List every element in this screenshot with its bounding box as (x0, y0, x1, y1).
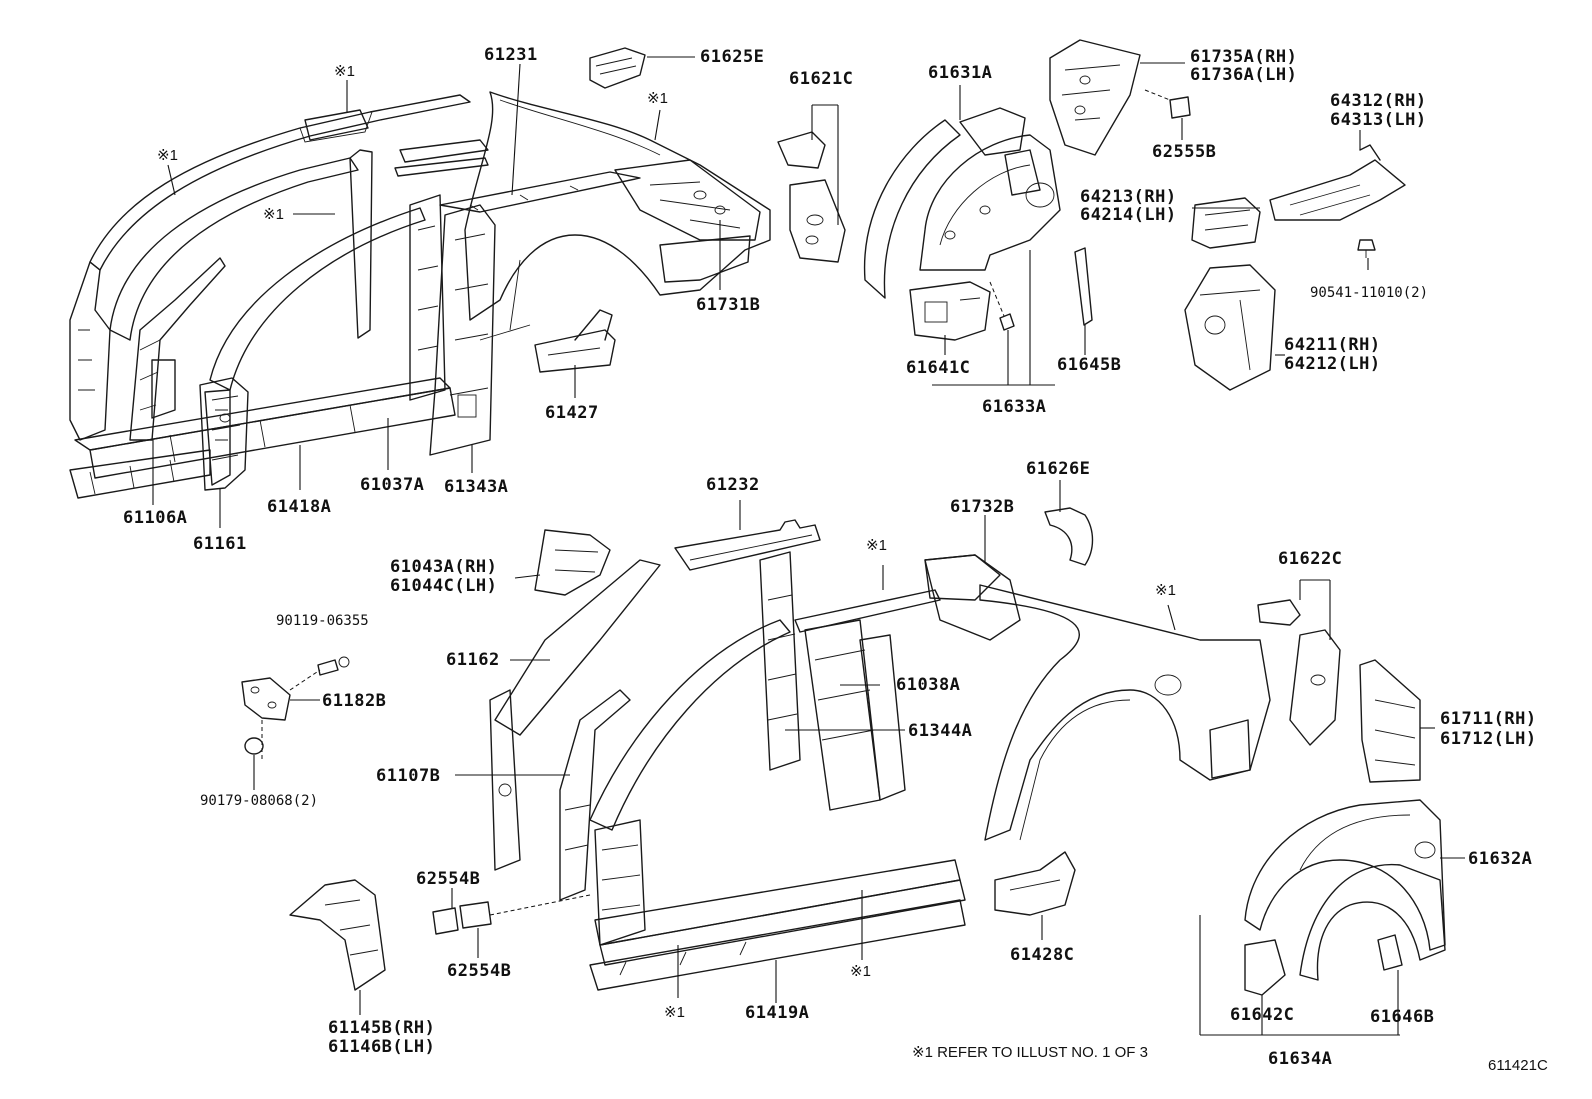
side-outer-panel-rear (489, 519, 1271, 991)
label-61232: 61232 (706, 475, 760, 495)
label-61645B: 61645B (1057, 355, 1121, 375)
part-61043A (534, 529, 611, 596)
part-90541-bolt (1357, 239, 1376, 258)
part-61633A-bolt (999, 313, 1015, 331)
label-61427: 61427 (545, 403, 599, 423)
label-61182B: 61182B (322, 691, 386, 711)
part-61735A (1049, 39, 1141, 156)
label-61146B: 61146B(LH) (328, 1037, 435, 1057)
label-61631A: 61631A (928, 63, 992, 83)
part-61632A (1244, 799, 1446, 981)
label-90541: 90541-11010(2) (1310, 285, 1428, 301)
label-61642C: 61642C (1230, 1005, 1294, 1025)
label-64212: 64212(LH) (1284, 354, 1381, 374)
note-mark: ※1 (866, 537, 887, 554)
label-61428C: 61428C (1010, 945, 1074, 965)
footnote: ※1 REFER TO ILLUST NO. 1 OF 3 (912, 1044, 1148, 1061)
label-62555B: 62555B (1152, 142, 1216, 162)
label-61161: 61161 (193, 534, 247, 554)
part-labels: ※1 ※1 ※1 ※1 ※1 ※1 ※1 ※1 61231 61625E 616… (123, 45, 1548, 1074)
part-61145B (289, 879, 386, 991)
label-61736A: 61736A(LH) (1190, 65, 1297, 85)
label-90179: 90179-08068(2) (200, 793, 318, 809)
part-64213 (1191, 197, 1261, 249)
label-61632A: 61632A (1468, 849, 1532, 869)
label-61621C: 61621C (789, 69, 853, 89)
part-61428C (994, 851, 1076, 916)
part-61182B (241, 677, 291, 721)
note-mark: ※1 (1155, 582, 1176, 599)
label-64213: 64213(RH) (1080, 187, 1177, 207)
label-61044C: 61044C(LH) (390, 576, 497, 596)
label-61641C: 61641C (906, 358, 970, 378)
part-62555B (1169, 96, 1191, 119)
label-61626E: 61626E (1026, 459, 1090, 479)
part-62554B (432, 901, 492, 935)
label-64313: 64313(LH) (1330, 110, 1427, 130)
side-outer-panel-front (69, 91, 771, 499)
part-61631A (863, 107, 1061, 299)
part-61646B (1377, 934, 1403, 971)
label-62554B-bottom: 62554B (447, 961, 511, 981)
label-61419A: 61419A (745, 1003, 809, 1023)
label-61731B: 61731B (696, 295, 760, 315)
label-61043A: 61043A(RH) (390, 557, 497, 577)
label-61634A: 61634A (1268, 1049, 1332, 1069)
part-64312 (1269, 144, 1406, 221)
label-90119: 90119-06355 (276, 613, 369, 629)
part-61732B (924, 554, 1001, 601)
label-61344A: 61344A (908, 721, 972, 741)
label-61732B: 61732B (950, 497, 1014, 517)
part-61711 (1359, 659, 1421, 783)
label-61162: 61162 (446, 650, 500, 670)
label-61625E: 61625E (700, 47, 764, 67)
part-61645B (1074, 247, 1093, 326)
part-61626E (1044, 507, 1094, 566)
part-64211 (1184, 264, 1276, 391)
note-mark: ※1 (647, 90, 668, 107)
part-90179-nut (244, 737, 264, 755)
note-mark: ※1 (664, 1004, 685, 1021)
note-mark: ※1 (850, 963, 871, 980)
part-61622C (1257, 599, 1341, 746)
label-61231: 61231 (484, 45, 538, 65)
label-61107B: 61107B (376, 766, 440, 786)
part-61427 (534, 309, 616, 373)
part-61642C (1244, 939, 1286, 996)
note-mark: ※1 (157, 147, 178, 164)
label-61712: 61712(LH) (1440, 729, 1537, 749)
label-61622C: 61622C (1278, 549, 1342, 569)
label-61735A: 61735A(RH) (1190, 47, 1297, 67)
figure-id: 611421C (1488, 1057, 1548, 1074)
part-61641C (909, 281, 991, 341)
label-61145B: 61145B(RH) (328, 1018, 435, 1038)
label-64211: 64211(RH) (1284, 335, 1381, 355)
label-61646B: 61646B (1370, 1007, 1434, 1027)
label-61037A: 61037A (360, 475, 424, 495)
note-mark: ※1 (263, 206, 284, 223)
label-61711: 61711(RH) (1440, 709, 1537, 729)
part-61621C (777, 131, 846, 263)
label-61633A: 61633A (982, 397, 1046, 417)
label-61106A: 61106A (123, 508, 187, 528)
leader-lines (152, 56, 1465, 1036)
note-mark: ※1 (334, 63, 355, 80)
label-61418A: 61418A (267, 497, 331, 517)
part-61625E (589, 47, 646, 89)
label-61038A: 61038A (896, 675, 960, 695)
label-64312: 64312(RH) (1330, 91, 1427, 111)
label-62554B-top: 62554B (416, 869, 480, 889)
label-64214: 64214(LH) (1080, 205, 1177, 225)
label-61343A: 61343A (444, 477, 508, 497)
part-90119-bolt (317, 656, 350, 676)
